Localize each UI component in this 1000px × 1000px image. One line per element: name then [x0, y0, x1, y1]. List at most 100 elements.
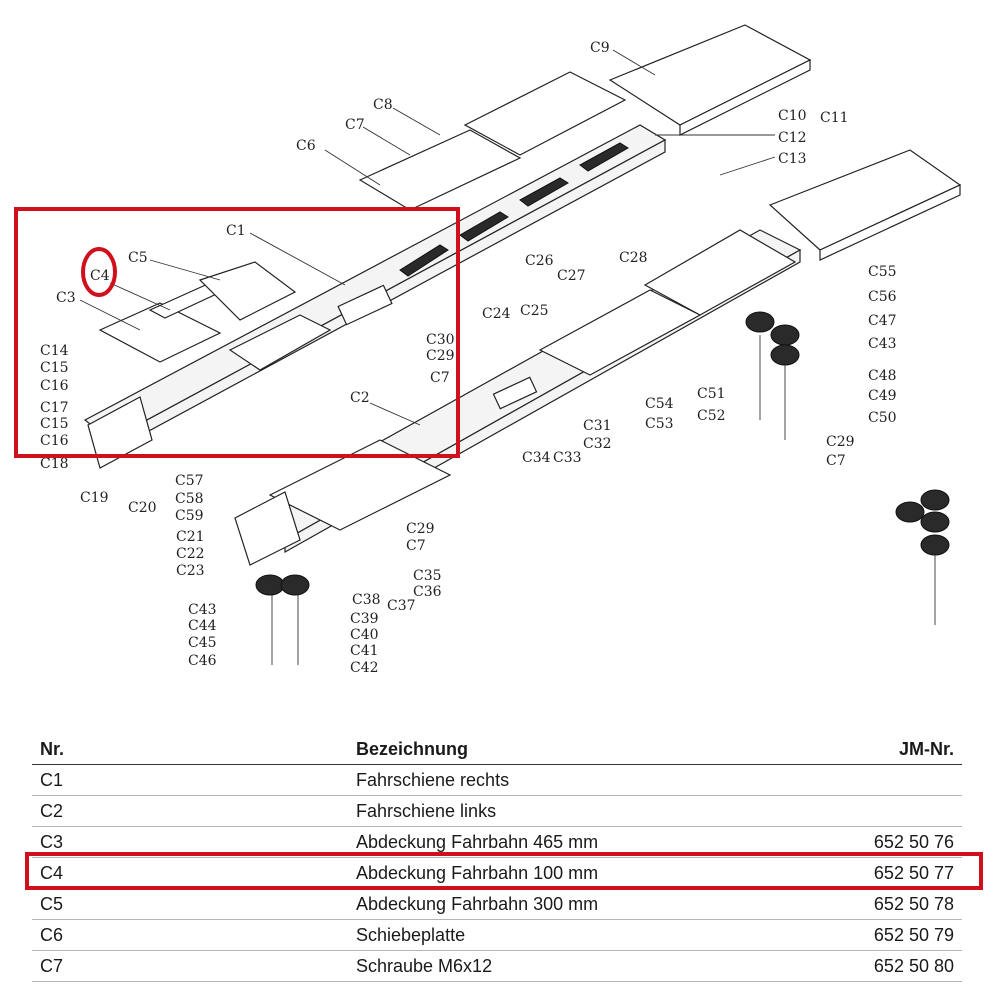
part-label: C43: [188, 602, 217, 618]
part-label: C45: [188, 635, 217, 651]
part-label: C38: [352, 592, 381, 608]
cell-bezeichnung: Fahrschiene links: [348, 795, 796, 827]
part-label: C6: [296, 138, 316, 154]
part-label: C28: [619, 250, 648, 266]
part-label: C7: [345, 117, 365, 133]
part-label: C12: [778, 130, 807, 146]
table-header-row: Nr. Bezeichnung JM-Nr.: [32, 733, 962, 765]
cell-jm-nr: 652 50 79: [795, 919, 962, 951]
part-label: C10: [778, 108, 807, 124]
part-label: C52: [697, 408, 726, 424]
part-label: C47: [868, 313, 897, 329]
part-label: C14: [40, 343, 69, 359]
table-row: C1 Fahrschiene rechts: [32, 764, 962, 796]
part-label: C7: [430, 370, 450, 386]
wheel-assembly-lower: [255, 574, 310, 665]
part-label: C35: [413, 568, 442, 584]
cell-nr: C3: [32, 826, 348, 858]
c4-highlight-circle: [81, 247, 117, 297]
cell-jm-nr: 652 50 76: [795, 826, 962, 858]
part-label: C16: [40, 433, 69, 449]
part-label: C54: [645, 396, 674, 412]
part-label: C9: [590, 40, 610, 56]
cell-jm-nr: 652 50 77: [795, 857, 962, 889]
part-label: C7: [406, 538, 426, 554]
part-label: C16: [40, 378, 69, 394]
part-label: C8: [373, 97, 393, 113]
part-label: C22: [176, 546, 205, 562]
cell-bezeichnung: Abdeckung Fahrbahn 100 mm: [348, 857, 796, 889]
part-label: C17: [40, 400, 69, 416]
part-label: C53: [645, 416, 674, 432]
part-label: C58: [175, 491, 204, 507]
cell-nr: C1: [32, 764, 348, 796]
part-label: C3: [56, 290, 76, 306]
header-jm-nr: JM-Nr.: [795, 733, 962, 765]
table-row-highlighted: C4 Abdeckung Fahrbahn 100 mm 652 50 77: [32, 857, 962, 889]
table-row: C3 Abdeckung Fahrbahn 465 mm 652 50 76: [32, 826, 962, 858]
part-label: C57: [175, 473, 204, 489]
part-label: C25: [520, 303, 549, 319]
runway-right: [83, 24, 812, 469]
cell-jm-nr: [795, 795, 962, 827]
table-row: C2 Fahrschiene links: [32, 795, 962, 827]
runway-left: [234, 149, 962, 566]
exploded-parts-diagram: C1 C2 C3 C4 C5 C6 C7 C8 C9 C10 C11 C12 C…: [14, 24, 962, 676]
part-label: C56: [868, 289, 897, 305]
part-label: C4: [90, 268, 110, 284]
part-label: C46: [188, 653, 217, 669]
cell-nr: C5: [32, 888, 348, 920]
part-label: C29: [826, 434, 855, 450]
cell-nr: C2: [32, 795, 348, 827]
cell-nr: C4: [32, 857, 348, 889]
part-label: C20: [128, 500, 157, 516]
part-label: C40: [350, 627, 379, 643]
part-label: C37: [387, 598, 416, 614]
part-label: C50: [868, 410, 897, 426]
cell-bezeichnung: Abdeckung Fahrbahn 300 mm: [348, 888, 796, 920]
part-label: C1: [226, 223, 246, 239]
table-row: C7 Schraube M6x12 652 50 80: [32, 950, 962, 982]
part-label: C39: [350, 611, 379, 627]
part-label: C34: [522, 450, 551, 466]
part-labels: C1 C2 C3 C4 C5 C6 C7 C8 C9 C10 C11 C12 C…: [40, 40, 897, 676]
part-label: C5: [128, 250, 148, 266]
part-label: C23: [176, 563, 205, 579]
cell-bezeichnung: Schiebeplatte: [348, 919, 796, 951]
diagram-highlight-box: [14, 207, 460, 458]
cell-bezeichnung: Fahrschiene rechts: [348, 764, 796, 796]
part-label: C51: [697, 386, 726, 402]
part-label: C19: [80, 490, 109, 506]
part-label: C29: [426, 348, 455, 364]
part-label: C29: [406, 521, 435, 537]
part-label: C15: [40, 416, 69, 432]
cell-nr: C7: [32, 950, 348, 982]
cell-bezeichnung: Schraube M6x12: [348, 950, 796, 982]
part-label: C15: [40, 360, 69, 376]
part-label: C49: [868, 388, 897, 404]
part-label: C44: [188, 618, 217, 634]
cell-bezeichnung: Abdeckung Fahrbahn 465 mm: [348, 826, 796, 858]
part-label: C11: [820, 110, 849, 126]
part-label: C32: [583, 436, 612, 452]
part-label: C48: [868, 368, 897, 384]
header-nr: Nr.: [32, 733, 348, 765]
parts-table: Nr. Bezeichnung JM-Nr. C1 Fahrschiene re…: [32, 733, 962, 982]
part-label: C43: [868, 336, 897, 352]
part-label: C42: [350, 660, 379, 676]
part-label: C18: [40, 456, 69, 472]
table-row: C5 Abdeckung Fahrbahn 300 mm 652 50 78: [32, 888, 962, 920]
part-label: C2: [350, 390, 370, 406]
leader-lines: [79, 49, 776, 426]
part-label: C13: [778, 151, 807, 167]
cell-jm-nr: 652 50 80: [795, 950, 962, 982]
wheel-assembly-right: [745, 311, 800, 440]
part-label: C30: [426, 332, 455, 348]
part-label: C41: [350, 643, 379, 659]
table-row: C6 Schiebeplatte 652 50 79: [32, 919, 962, 951]
part-label: C36: [413, 584, 442, 600]
cell-nr: C6: [32, 919, 348, 951]
part-label: C59: [175, 508, 204, 524]
cell-jm-nr: [795, 764, 962, 796]
part-label: C7: [826, 453, 846, 469]
